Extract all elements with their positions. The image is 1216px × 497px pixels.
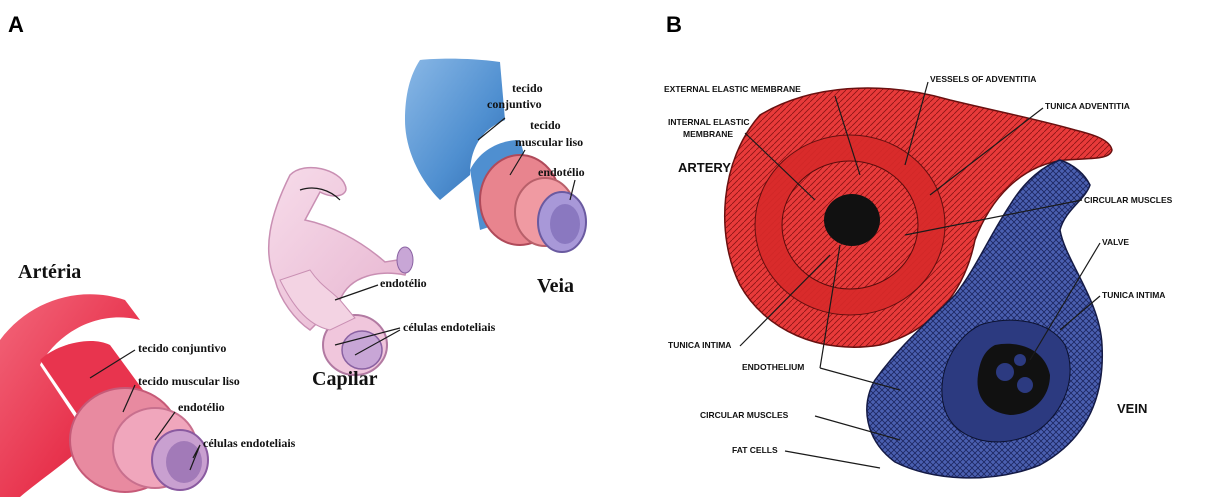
label-circular-muscles-artery: CIRCULAR MUSCLES (1084, 195, 1173, 205)
label-endothelium: ENDOTHELIUM (742, 362, 804, 372)
artery-label-connective: tecido conjuntivo (138, 341, 226, 355)
label-valve: VALVE (1102, 237, 1129, 247)
capillary-label-endothelial-cells: células endoteliais (403, 320, 496, 334)
vein-label-connective: conjuntivo (487, 97, 542, 111)
capillary-title: Capilar (312, 368, 378, 390)
leader-fat-cells (785, 451, 880, 468)
artery-title: Artéria (18, 261, 81, 283)
label-circular-muscles-vein: CIRCULAR MUSCLES (700, 410, 789, 420)
label-internal-elastic-1: INTERNAL ELASTIC (668, 117, 750, 127)
label-tunica-adventitia: TUNICA ADVENTITIA (1045, 101, 1130, 111)
label-tunica-intima-artery: TUNICA INTIMA (668, 340, 731, 350)
vein-title: Veia (537, 275, 574, 297)
vein-label-tissue-1: tecido (512, 81, 543, 95)
label-fat-cells: FAT CELLS (732, 445, 778, 455)
artery-label-endothelium: endotélio (178, 400, 225, 414)
vein-label-smooth-muscle: muscular liso (515, 135, 583, 149)
artery-illustration (0, 294, 208, 497)
vein-label-endothelium: endotélio (538, 165, 585, 179)
label-vessels-of-adventitia: VESSELS OF ADVENTITIA (930, 74, 1036, 84)
artery-label-endothelial-cells: células endoteliais (203, 436, 296, 450)
capillary-label-endothelium: endotélio (380, 276, 427, 290)
vein-b-title: VEIN (1117, 401, 1147, 416)
label-tunica-intima-vein: TUNICA INTIMA (1102, 290, 1165, 300)
label-internal-elastic-2: MEMBRANE (683, 129, 733, 139)
vein-label-tissue-2: tecido (530, 118, 561, 132)
artery-label-smooth-muscle: tecido muscular liso (138, 374, 240, 388)
label-external-elastic-membrane: EXTERNAL ELASTIC MEMBRANE (664, 84, 801, 94)
vein-illustration (405, 59, 586, 252)
artery-b-title: ARTERY (678, 160, 731, 175)
